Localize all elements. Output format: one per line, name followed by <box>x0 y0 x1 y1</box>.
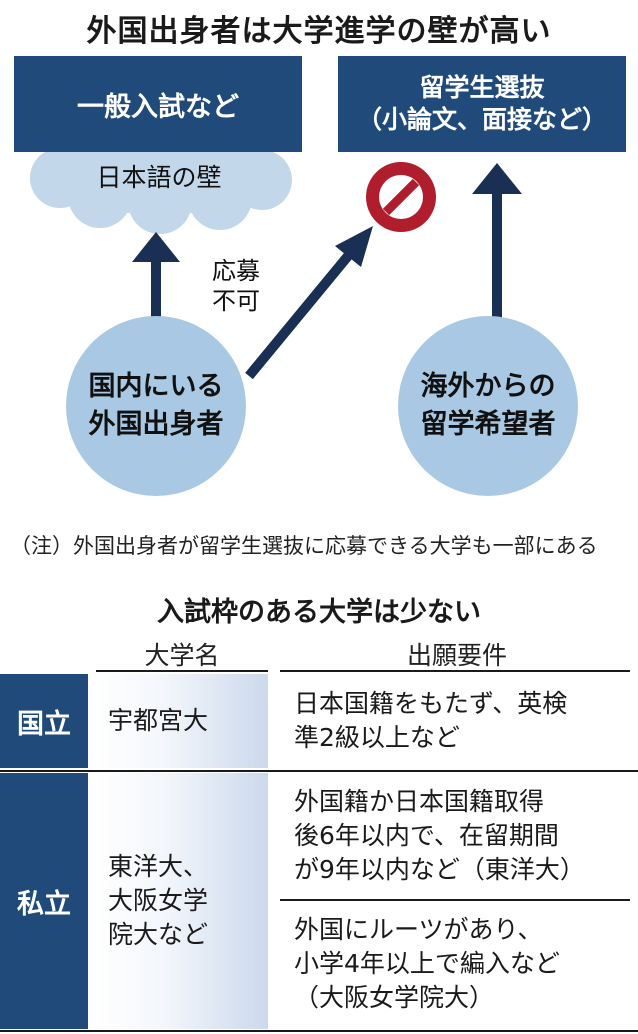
column-header-requirements: 出願要件 <box>406 641 507 670</box>
cannot-apply-label: 応募 不可 <box>212 256 260 316</box>
column-header-university: 大学名 <box>144 641 220 670</box>
university-cell: 東洋大、 大阪女学 院大など <box>96 773 268 1029</box>
category-private: 私立 <box>0 773 88 1029</box>
domestic-line2: 外国出身者 <box>88 409 224 440</box>
arrow-up-right <box>472 163 522 318</box>
category-national: 国立 <box>0 674 88 768</box>
intl-selection-box: 留学生選抜 （小論文、面接など） <box>338 56 626 152</box>
divider <box>96 670 268 672</box>
overseas-line2: 留学希望者 <box>420 409 556 440</box>
diagram-note: （注）外国出身者が留学生選抜に応募できる大学も一部にある <box>10 534 598 558</box>
domestic-foreigners-circle: 国内にいる 外国出身者 <box>66 316 246 496</box>
divider <box>0 1030 638 1032</box>
cannot-apply-line1: 応募 <box>212 257 260 285</box>
language-barrier-label: 日本語の壁 <box>96 163 222 192</box>
overseas-line1: 海外からの <box>420 371 556 402</box>
intl-selection-line1: 留学生選抜 <box>419 73 545 102</box>
general-exam-label: 一般入試など <box>77 91 239 123</box>
divider <box>280 670 630 672</box>
general-exam-box: 一般入試など <box>14 56 302 152</box>
university-cell: 宇都宮大 <box>96 674 268 768</box>
divider <box>280 899 630 901</box>
table-title: 入試枠のある大学は少ない <box>157 597 481 628</box>
arrow-diagonal <box>245 226 373 380</box>
requirement-cell: 外国籍か日本国籍取得 後6年以内で、在留期間 が9年以内など（東洋大） <box>294 787 585 884</box>
prohibited-icon <box>366 162 436 232</box>
domestic-line1: 国内にいる <box>88 371 224 402</box>
cannot-apply-line2: 不可 <box>212 287 260 315</box>
arrow-up-left <box>132 232 180 318</box>
page-title: 外国出身者は大学進学の壁が高い <box>86 14 552 49</box>
requirement-cell: 外国にルーツがあり、 小学4年以上で編入など （大阪女学院大） <box>294 915 560 1012</box>
requirement-cell: 日本国籍をもたず、英検 準2級以上など <box>294 689 568 752</box>
overseas-students-circle: 海外からの 留学希望者 <box>398 316 578 496</box>
divider <box>0 770 638 772</box>
intl-selection-line2: （小論文、面接など） <box>356 105 607 134</box>
